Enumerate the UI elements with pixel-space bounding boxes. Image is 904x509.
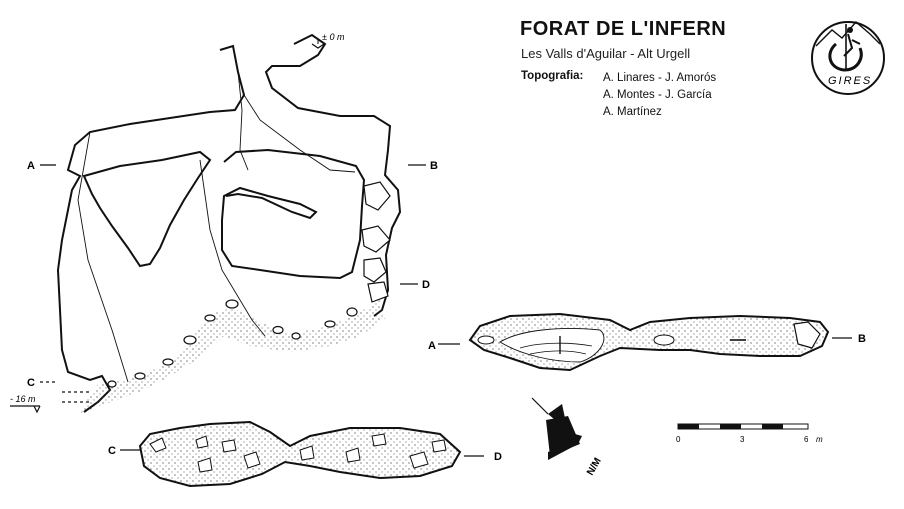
sediment-floor bbox=[78, 300, 386, 414]
map-subtitle: Les Valls d'Aguilar - Alt Urgell bbox=[521, 46, 691, 61]
label-c-vertical: C bbox=[27, 377, 35, 389]
cross-section-ab bbox=[438, 312, 852, 372]
caver-climbing-logo-icon bbox=[811, 21, 885, 95]
label-c-section: C bbox=[108, 445, 116, 457]
label-b-section: B bbox=[858, 333, 866, 345]
section-label-arrows bbox=[40, 164, 426, 403]
surveyor-line: A. Montes - J. García bbox=[603, 89, 712, 101]
depth-marker-top: ± 0 m bbox=[311, 32, 345, 49]
cross-section-cd bbox=[120, 420, 484, 488]
scale-tick-0: 0 bbox=[676, 435, 681, 444]
label-a-section: A bbox=[428, 340, 436, 352]
north-arrow-icon bbox=[531, 397, 582, 460]
depth-top-label: ± 0 m bbox=[322, 32, 345, 42]
map-title: FORAT DE L'INFERN bbox=[520, 18, 727, 40]
label-d-section: D bbox=[494, 451, 502, 463]
scale-tick-3: 3 bbox=[740, 435, 745, 444]
surveyor-list: A. Linares - J. Amorós A. Montes - J. Ga… bbox=[603, 70, 716, 121]
scale-tick-6: 6 bbox=[804, 435, 809, 444]
label-b-vertical: B bbox=[430, 160, 438, 172]
depth-marker-bottom: - 16 m bbox=[10, 394, 41, 414]
topography-label: Topografia: bbox=[521, 70, 584, 82]
surveyor-line: A. Linares - J. Amorós bbox=[603, 72, 717, 84]
vertical-section bbox=[56, 33, 402, 413]
scale-unit: m bbox=[816, 435, 823, 444]
depth-bottom-label: - 16 m bbox=[10, 394, 36, 404]
north-arrow-label: N/M bbox=[585, 456, 604, 477]
scale-bar bbox=[677, 423, 809, 430]
logo-text: GIRES bbox=[828, 75, 872, 87]
surveyor-line: A. Martínez bbox=[603, 106, 662, 118]
floor-boulders bbox=[107, 181, 391, 388]
label-d-vertical: D bbox=[422, 279, 430, 291]
label-a-vertical: A bbox=[27, 160, 35, 172]
